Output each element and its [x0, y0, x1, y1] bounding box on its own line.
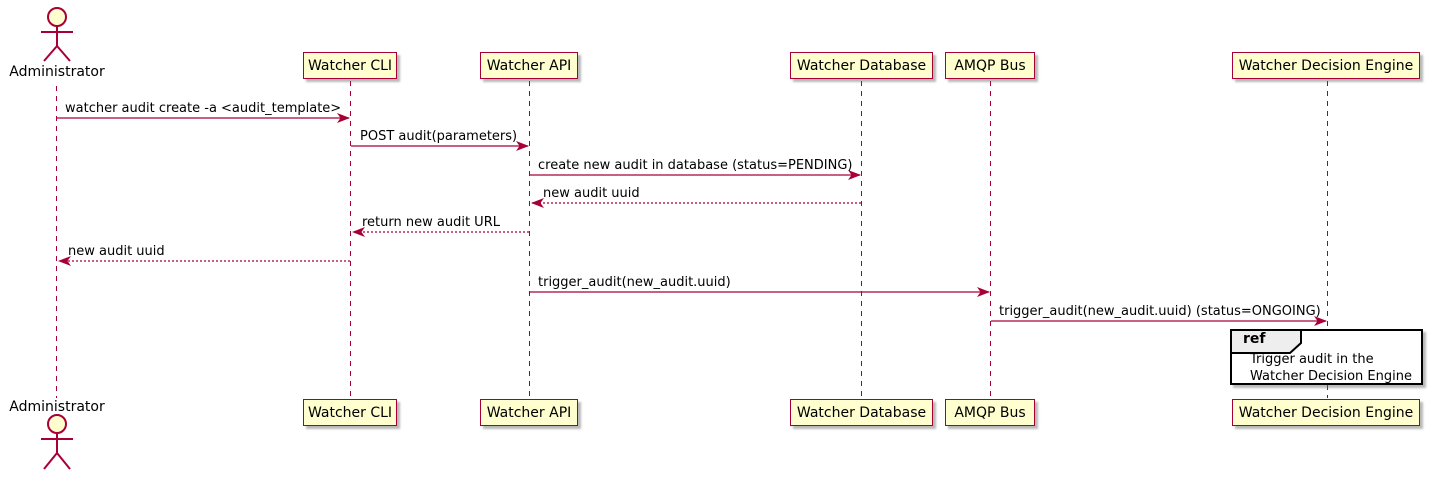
participant-label: Watcher Database: [796, 404, 927, 421]
participant-watcher-cli-bottom: Watcher CLI: [303, 399, 397, 426]
participant-watcher-decision-engine-bottom: Watcher Decision Engine: [1232, 399, 1420, 426]
actor-figure-top: [41, 7, 73, 62]
message-8-label: trigger_audit(new_audit.uuid) (status=ON…: [999, 304, 1321, 319]
participant-watcher-api-top: Watcher API: [480, 52, 578, 79]
participant-watcher-database-bottom: Watcher Database: [790, 399, 933, 426]
message-2-label: POST audit(parameters): [360, 129, 518, 144]
participant-label: Watcher CLI: [307, 404, 393, 421]
participant-watcher-database-top: Watcher Database: [790, 52, 933, 79]
message-5-label: return new audit URL: [362, 215, 500, 230]
ref-fragment: ref Trigger audit in the Watcher Decisio…: [1230, 329, 1423, 385]
participant-watcher-api-bottom: Watcher API: [480, 399, 578, 426]
participant-label: Watcher Database: [796, 57, 927, 74]
participant-label: AMQP Bus: [954, 57, 1026, 74]
message-1-label: watcher audit create -a <audit_template>: [65, 101, 342, 116]
message-4-label: new audit uuid: [543, 186, 640, 201]
actor-label-top: Administrator: [9, 64, 105, 80]
ref-fragment-header: ref: [1230, 329, 1304, 355]
participant-watcher-decision-engine-top: Watcher Decision Engine: [1232, 52, 1420, 79]
ref-keyword: ref: [1243, 331, 1266, 347]
participant-label: AMQP Bus: [954, 404, 1026, 421]
participant-amqp-bus-bottom: AMQP Bus: [945, 399, 1035, 426]
actor-figure-bottom: [41, 414, 73, 470]
message-6-label: new audit uuid: [68, 244, 165, 259]
participant-watcher-cli-top: Watcher CLI: [303, 52, 397, 79]
participant-amqp-bus-top: AMQP Bus: [945, 52, 1035, 79]
participant-label: Watcher Decision Engine: [1238, 404, 1414, 421]
message-3-label: create new audit in database (status=PEN…: [538, 158, 853, 173]
ref-content-line1: Trigger audit in the: [1250, 352, 1374, 367]
actor-label-bottom: Administrator: [9, 399, 105, 415]
participant-label: Watcher API: [486, 404, 572, 421]
participant-label: Watcher API: [486, 57, 572, 74]
message-7-label: trigger_audit(new_audit.uuid): [538, 275, 731, 290]
ref-content-line2: Watcher Decision Engine: [1250, 369, 1412, 384]
participant-label: Watcher CLI: [307, 57, 393, 74]
ref-content: Trigger audit in the Watcher Decision En…: [1250, 351, 1412, 385]
ref-header-pentagon: [1230, 329, 1302, 354]
participant-label: Watcher Decision Engine: [1238, 57, 1414, 74]
